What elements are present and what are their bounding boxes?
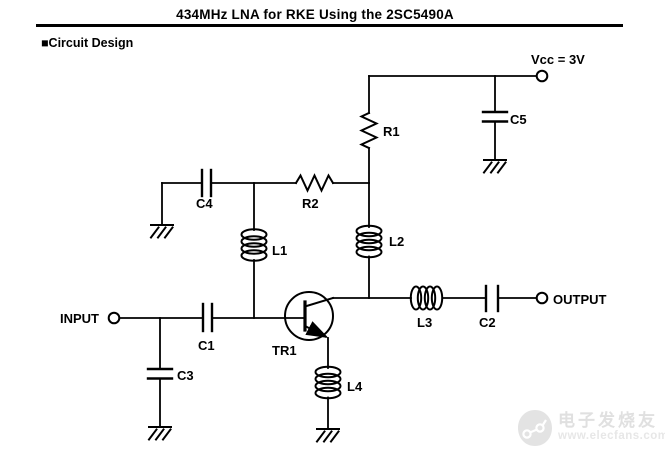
input-network: INPUT C1 C3 bbox=[60, 302, 306, 441]
ground-symbol bbox=[316, 428, 340, 443]
vcc-terminal bbox=[535, 69, 549, 83]
resistor-zigzag bbox=[359, 111, 379, 150]
inductor-l3 bbox=[409, 285, 444, 311]
ground-symbol bbox=[150, 224, 174, 239]
capacitor-c4: C4 bbox=[150, 168, 297, 239]
coil-loop bbox=[314, 372, 342, 386]
coil-loop bbox=[355, 238, 383, 252]
coil-loop bbox=[355, 224, 383, 238]
coil-loop bbox=[430, 285, 444, 311]
label-c3: C3 bbox=[177, 368, 194, 383]
vcc-rail: Vcc = 3V bbox=[368, 52, 585, 83]
vcc-label: Vcc = 3V bbox=[531, 52, 585, 67]
coil-loop bbox=[423, 285, 437, 311]
coil-loop bbox=[240, 242, 268, 255]
coil-loop bbox=[314, 379, 342, 393]
title-underline bbox=[36, 24, 623, 27]
capacitor-c5: C5 bbox=[481, 75, 527, 174]
coil-loop bbox=[314, 365, 342, 379]
coil-loop bbox=[240, 228, 268, 241]
watermark-brand: 电子发烧友 bbox=[558, 411, 658, 431]
label-r2: R2 bbox=[302, 196, 319, 211]
transistor-collector bbox=[303, 296, 335, 308]
resistor-r1: R1 bbox=[359, 75, 400, 184]
label-l4: L4 bbox=[347, 379, 363, 394]
output-label: OUTPUT bbox=[553, 292, 607, 307]
transistor-tr1: TR1 bbox=[272, 291, 335, 358]
label-c2: C2 bbox=[479, 315, 496, 330]
inductor-l1: L1 bbox=[240, 182, 287, 319]
watermark-url: www.elecfans.com bbox=[558, 429, 665, 442]
label-r1: R1 bbox=[383, 124, 400, 139]
input-terminal bbox=[107, 311, 121, 325]
inductor-l4: L4 bbox=[314, 337, 363, 443]
section-heading: ■Circuit Design bbox=[41, 36, 134, 50]
page-title: 434MHz LNA for RKE Using the 2SC5490A bbox=[176, 7, 454, 22]
label-l1: L1 bbox=[272, 243, 287, 258]
resistor-zigzag bbox=[294, 173, 335, 193]
label-c4: C4 bbox=[196, 196, 213, 211]
watermark-text: 电子发烧友 www.elecfans.com bbox=[558, 412, 665, 442]
transistor-emitter bbox=[303, 321, 329, 339]
output-terminal bbox=[535, 291, 549, 305]
label-c1: C1 bbox=[198, 338, 215, 353]
label-tr1: TR1 bbox=[272, 343, 297, 358]
label-l3: L3 bbox=[417, 315, 432, 330]
coil-loop bbox=[416, 285, 430, 311]
coil-loop bbox=[409, 285, 423, 311]
elecfans-logo-icon bbox=[518, 410, 552, 446]
label-l2: L2 bbox=[389, 234, 404, 249]
label-c5: C5 bbox=[510, 112, 527, 127]
output-network: OUTPUT L3 C2 bbox=[332, 284, 607, 330]
watermark: 电子发烧友 www.elecfans.com bbox=[516, 407, 665, 447]
inductor-l2: L2 bbox=[355, 182, 404, 299]
ground-symbol bbox=[148, 426, 172, 441]
input-label: INPUT bbox=[60, 311, 99, 326]
ground-symbol bbox=[483, 159, 507, 174]
resistor-r2: R2 bbox=[294, 173, 370, 211]
coil-loop bbox=[240, 235, 268, 248]
coil-loop bbox=[355, 231, 383, 245]
transistor-body bbox=[284, 291, 334, 341]
